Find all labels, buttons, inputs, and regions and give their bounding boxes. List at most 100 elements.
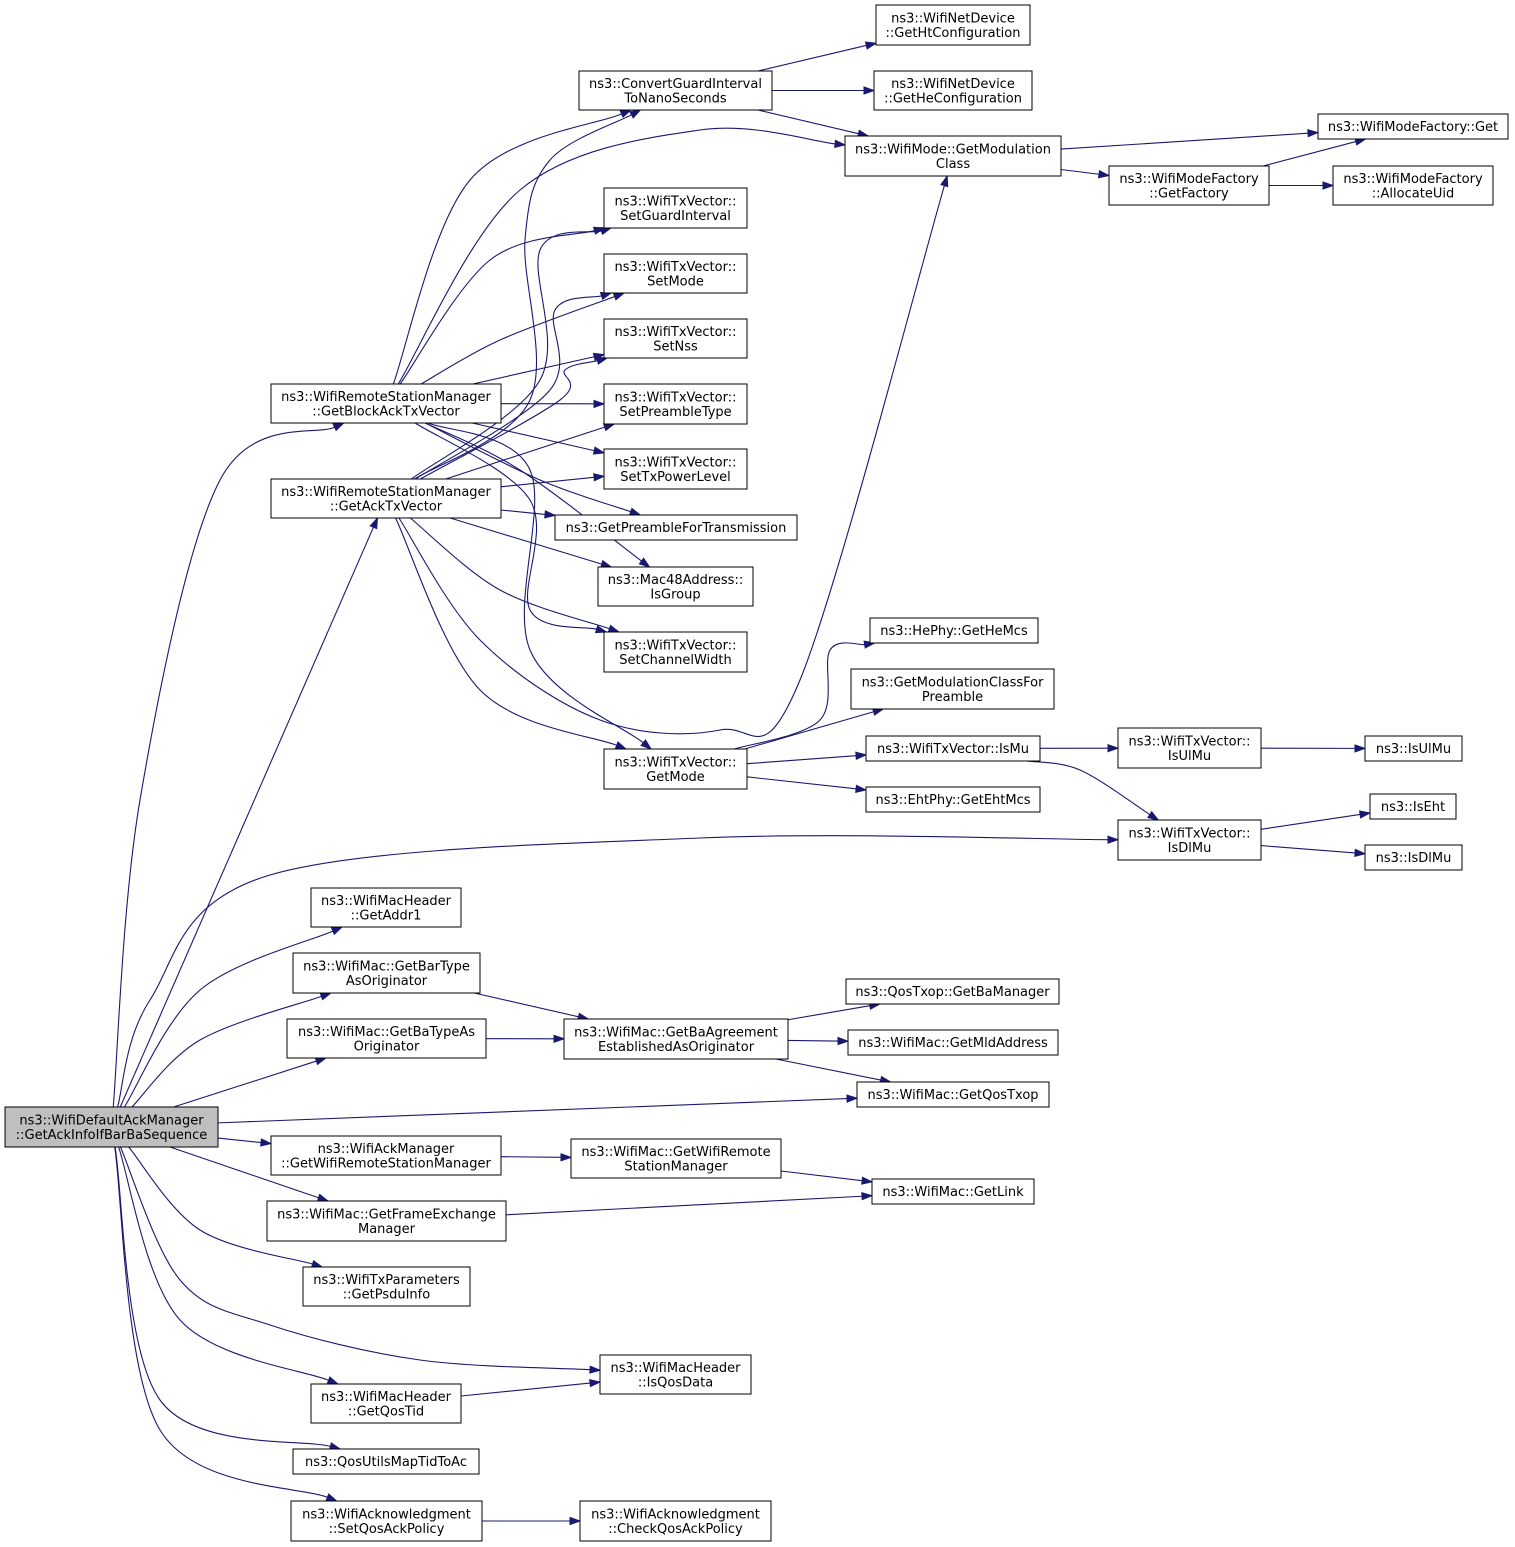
node-label-line: ::IsQosData: [638, 1375, 713, 1390]
node-getQosTxop[interactable]: ns3::WifiMac::GetQosTxop: [856, 1081, 1050, 1108]
call-nodes: ns3::WifiDefaultAckManager::GetAckInfoIf…: [4, 4, 1509, 1542]
node-label-line: ::GetFactory: [1149, 186, 1229, 201]
edge-line: [500, 1156, 562, 1158]
node-isEht[interactable]: ns3::IsEht: [1369, 793, 1457, 820]
arrowhead: [544, 510, 557, 519]
node-box: [603, 631, 748, 673]
node-box: [871, 1178, 1035, 1205]
node-wifiModeFactoryGet[interactable]: ns3::WifiModeFactory::Get: [1317, 113, 1509, 140]
node-getEhtMcs[interactable]: ns3::EhtPhy::GetEhtMcs: [865, 786, 1041, 813]
node-isUlMu[interactable]: ns3::IsUlMu: [1364, 735, 1463, 762]
edge-line: [114, 1146, 331, 1447]
node-setGuardInterval[interactable]: ns3::WifiTxVector::SetGuardInterval: [603, 187, 748, 229]
node-isGroup[interactable]: ns3::Mac48Address::IsGroup: [597, 566, 754, 607]
node-getPsduInfo[interactable]: ns3::WifiTxParameters::GetPsduInfo: [302, 1266, 471, 1307]
node-setQosAckPolicy[interactable]: ns3::WifiAcknowledgment::SetQosAckPolicy: [290, 1500, 483, 1542]
node-label-line: ns3::WifiMac::GetBaAgreement: [574, 1025, 778, 1040]
node-isDlMu[interactable]: ns3::IsDlMu: [1364, 844, 1463, 871]
node-allocateUid[interactable]: ns3::WifiModeFactory::AllocateUid: [1332, 165, 1494, 206]
node-label-line: ::GetAckTxVector: [330, 499, 443, 514]
node-label-line: ns3::WifiTxVector::: [614, 755, 736, 770]
edge-getBarTypeAsOriginator-to-getBaAgreement: [474, 992, 590, 1021]
arrowhead: [1098, 170, 1111, 179]
node-setTxPowerLevel[interactable]: ns3::WifiTxVector::SetTxPowerLevel: [603, 448, 748, 490]
edge-getBlockAckTxVector-to-setNss: [472, 352, 606, 385]
node-getMode[interactable]: ns3::WifiTxVector::GetMode: [603, 748, 748, 790]
node-getBaAgreement[interactable]: ns3::WifiMac::GetBaAgreementEstablishedA…: [563, 1018, 789, 1060]
node-getModulationClass[interactable]: ns3::WifiMode::GetModulationClass: [844, 135, 1062, 177]
node-getAddr1[interactable]: ns3::WifiMacHeader::GetAddr1: [310, 887, 462, 928]
node-label-line: Preamble: [922, 690, 983, 705]
node-qosUtilsMapTidToAc[interactable]: ns3::QosUtilsMapTidToAc: [292, 1448, 480, 1475]
arrowhead: [864, 41, 878, 50]
node-isUlMuVector[interactable]: ns3::WifiTxVector::IsUlMu: [1117, 727, 1262, 769]
edge-line: [217, 1098, 848, 1124]
node-isDlMuVector[interactable]: ns3::WifiTxVector::IsDlMu: [1117, 819, 1262, 861]
edge-line: [1260, 813, 1361, 830]
edge-root-to-isDlMuVector: [117, 835, 1120, 1108]
node-label-line: ns3::WifiModeFactory::Get: [1328, 120, 1498, 135]
node-box: [270, 383, 502, 424]
edge-root-to-getBaTypeAsOriginator: [173, 1057, 328, 1108]
edge-getWifiRemoteStationManagerAck-to-getWifiRemoteStationManagerMac: [500, 1153, 573, 1162]
edge-getAckTxVector-to-setGuardInterval: [411, 227, 613, 480]
node-getMldAddress[interactable]: ns3::WifiMac::GetMldAddress: [847, 1029, 1059, 1056]
node-getBaManager[interactable]: ns3::QosTxop::GetBaManager: [845, 978, 1060, 1005]
edge-line: [414, 114, 632, 480]
edge-line: [746, 755, 857, 765]
edge-getBlockAckTxVector-to-convertGuardInterval: [392, 109, 633, 385]
arrowhead: [834, 139, 847, 149]
node-checkQosAckPolicy[interactable]: ns3::WifiAcknowledgment::CheckQosAckPoli…: [579, 1500, 772, 1542]
node-getFactory[interactable]: ns3::WifiModeFactory::GetFactory: [1108, 165, 1270, 206]
edge-isMu-to-isUlMuVector: [1039, 743, 1120, 753]
node-getHeConfiguration[interactable]: ns3::WifiNetDevice::GetHeConfiguration: [873, 70, 1033, 111]
node-getHeMcs[interactable]: ns3::HePhy::GetHeMcs: [869, 617, 1039, 644]
node-getWifiRemoteStationManagerMac[interactable]: ns3::WifiMac::GetWifiRemoteStationManage…: [570, 1138, 782, 1179]
arrowhead: [861, 1192, 874, 1201]
node-getHtConfiguration[interactable]: ns3::WifiNetDevice::GetHtConfiguration: [875, 4, 1031, 46]
node-setChannelWidth[interactable]: ns3::WifiTxVector::SetChannelWidth: [603, 631, 748, 673]
node-getQosTid[interactable]: ns3::WifiMacHeader::GetQosTid: [310, 1383, 462, 1424]
arrowhead: [1354, 848, 1367, 858]
edge-line: [128, 1146, 313, 1265]
edge-root-to-getAckTxVector: [119, 516, 379, 1108]
edge-getBlockAckTxVector-to-setPreambleType: [500, 399, 606, 409]
node-getBlockAckTxVector[interactable]: ns3::WifiRemoteStationManager::GetBlockA…: [270, 383, 502, 424]
arrowhead: [607, 624, 621, 633]
edge-getWifiRemoteStationManagerMac-to-getLink: [780, 1170, 874, 1185]
node-getAckTxVector[interactable]: ns3::WifiRemoteStationManager::GetAckTxV…: [270, 478, 502, 519]
node-setPreambleType[interactable]: ns3::WifiTxVector::SetPreambleType: [603, 383, 748, 425]
node-label-line: ::GetHtConfiguration: [886, 26, 1021, 41]
edge-getMode-to-getModulationClassForPreamble: [744, 707, 885, 750]
node-label-line: ::GetWifiRemoteStationManager: [281, 1156, 491, 1171]
node-label-line: SetNss: [653, 339, 698, 354]
node-label-line: ns3::Mac48Address::: [608, 573, 743, 588]
edge-line: [112, 426, 335, 1108]
edge-line: [787, 1039, 839, 1042]
edge-isDlMuVector-to-isEht: [1260, 810, 1372, 830]
node-setNss[interactable]: ns3::WifiTxVector::SetNss: [603, 318, 748, 359]
arrowhead: [628, 507, 642, 516]
node-getPreambleForTransmission[interactable]: ns3::GetPreambleForTransmission: [554, 514, 798, 541]
node-getWifiRemoteStationManagerAck[interactable]: ns3::WifiAckManager::GetWifiRemoteStatio…: [270, 1135, 502, 1176]
node-box: [603, 318, 748, 359]
node-isQosData[interactable]: ns3::WifiMacHeader::IsQosData: [599, 1354, 752, 1395]
node-getLink[interactable]: ns3::WifiMac::GetLink: [871, 1178, 1035, 1205]
edge-line: [780, 1170, 863, 1182]
node-root[interactable]: ns3::WifiDefaultAckManager::GetAckInfoIf…: [4, 1106, 219, 1148]
edge-line: [1060, 132, 1309, 150]
node-box: [1117, 819, 1262, 861]
node-label-line: SetChannelWidth: [619, 653, 732, 668]
node-label-line: ns3::WifiMac::GetQosTxop: [867, 1088, 1038, 1103]
node-label-line: ns3::WifiMac::GetMldAddress: [858, 1036, 1048, 1051]
node-isMu[interactable]: ns3::WifiTxVector::IsMu: [865, 735, 1041, 762]
node-label-line: ns3::WifiMac::GetBarType: [303, 959, 470, 974]
node-setMode[interactable]: ns3::WifiTxVector::SetMode: [603, 253, 748, 294]
edge-line: [414, 422, 597, 630]
